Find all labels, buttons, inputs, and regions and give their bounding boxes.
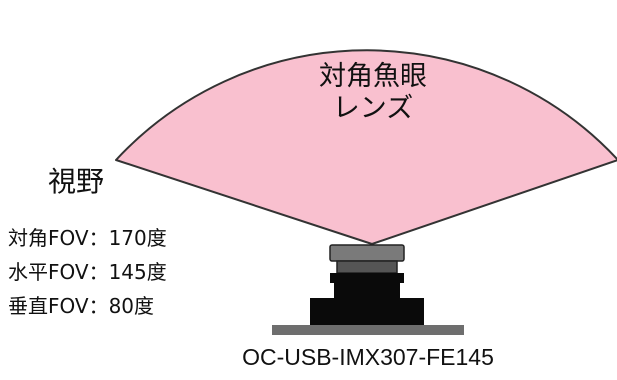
fov-title: 視野: [48, 165, 105, 198]
field-of-view-sector: [115, 49, 617, 245]
sensor-housing: [334, 283, 400, 299]
camera-model-name: OC-USB-IMX307-FE145: [242, 344, 494, 370]
lens-barrel: [336, 260, 398, 274]
lens-label-line-1: 対角魚眼: [319, 61, 427, 92]
circuit-board: [310, 298, 424, 325]
lens-mount: [330, 273, 404, 283]
horizontal-fov-spec: 水平FOV：145度: [8, 260, 167, 284]
camera-module: [272, 244, 464, 335]
lens-label-line-2: レンズ: [332, 93, 414, 124]
diagonal-fov-spec: 対角FOV：170度: [8, 226, 167, 250]
base-plate: [272, 325, 464, 335]
vertical-fov-spec: 垂直FOV：80度: [8, 294, 155, 318]
lens-top-ring: [329, 244, 405, 262]
